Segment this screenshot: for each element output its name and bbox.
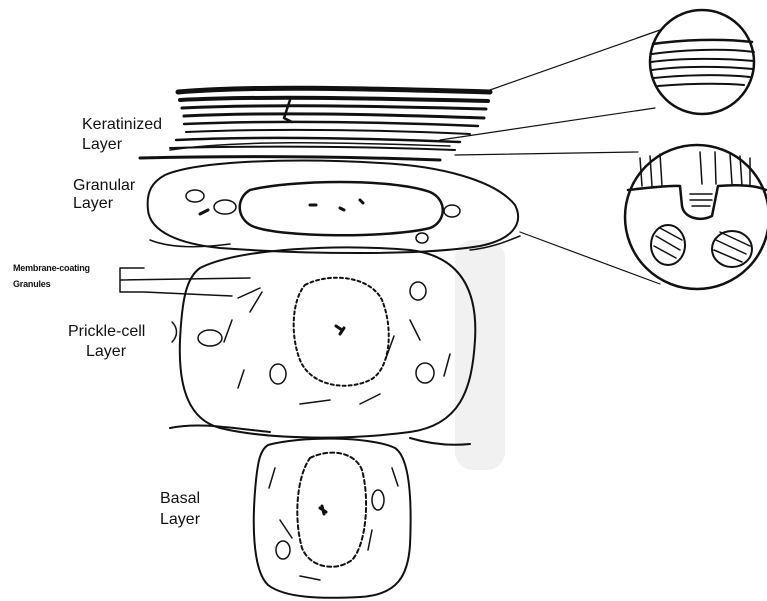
lower-inset-granules xyxy=(625,145,767,289)
membrane-label-line2: Granules xyxy=(13,279,50,290)
granular-label-line2: Layer xyxy=(73,195,113,213)
prickle-cell xyxy=(170,247,475,444)
prickle-label-line1: Prickle-cell xyxy=(68,323,145,341)
keratinized-label-line2: Layer xyxy=(82,136,122,154)
prickle-label-line2: Layer xyxy=(86,343,126,361)
upper-inset-keratin xyxy=(650,10,754,114)
granular-label-line1: Granular xyxy=(73,177,135,195)
granular-cell xyxy=(148,161,520,253)
basal-label-line1: Basal xyxy=(160,490,200,508)
keratinized-label-line1: Keratinized xyxy=(82,116,162,134)
basal-label-line2: Layer xyxy=(160,511,200,529)
keratinized-layer xyxy=(140,88,490,160)
stipple-shading xyxy=(455,240,505,470)
membrane-label-line1: Membrane-coating xyxy=(13,263,90,274)
basal-cell xyxy=(254,439,411,598)
